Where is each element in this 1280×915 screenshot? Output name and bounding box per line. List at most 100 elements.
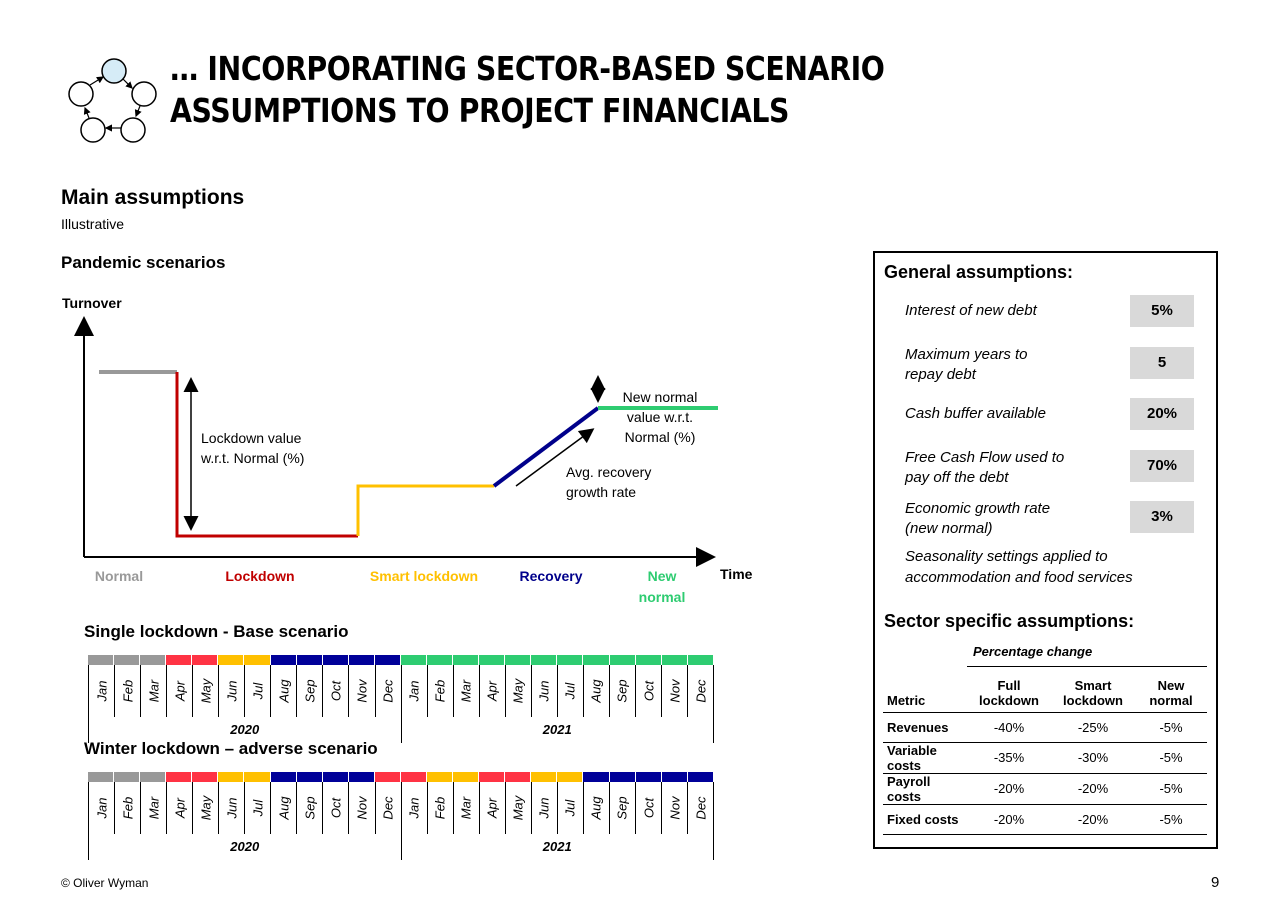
timeline-month-color — [244, 655, 270, 665]
month-label: Jan — [406, 680, 422, 702]
value-cell: -20% — [993, 811, 1025, 827]
timeline-year: 2021 — [402, 834, 714, 860]
timeline-month: May — [193, 665, 220, 717]
month-label: Apr — [172, 680, 188, 702]
timeline-month: Oct — [636, 665, 663, 717]
timeline-month-color — [348, 772, 374, 782]
timeline-month-color — [296, 772, 322, 782]
page-title: … INCORPORATING SECTOR-BASED SCENARIO AS… — [170, 49, 885, 130]
table-row: Fixed costs-20%-20%-5% — [883, 804, 1207, 834]
month-label: Jun — [536, 680, 552, 702]
timeline-month-color — [609, 772, 635, 782]
timeline-month-color — [687, 655, 713, 665]
month-label: Mar — [146, 796, 162, 820]
timeline-month: May — [506, 665, 532, 717]
month-label: Mar — [458, 796, 474, 820]
timeline-month-color — [635, 772, 661, 782]
timeline-month-color — [661, 655, 687, 665]
scenario-chart — [74, 316, 718, 567]
phase-recovery: Recovery — [519, 568, 583, 584]
month-label: Jun — [536, 797, 552, 819]
timeline-month: Jul — [558, 782, 584, 834]
timeline-month: Apr — [167, 665, 194, 717]
value-cell: -30% — [1077, 750, 1109, 765]
timeline-month-color — [531, 655, 557, 665]
assumption-label: Economic growth rate (new normal) — [905, 500, 1051, 537]
timeline-month-color — [583, 655, 609, 665]
timeline-month: Nov — [662, 782, 689, 834]
month-label: Feb — [120, 796, 136, 820]
timeline-month-color — [687, 772, 713, 782]
metric-cell: Variable costs — [887, 742, 937, 773]
general-assumptions-heading: General assumptions: — [884, 262, 1074, 282]
timeline-year: 2021 — [402, 717, 714, 743]
month-label: Apr — [484, 797, 500, 819]
value-cell: -25% — [1077, 719, 1109, 735]
timeline-month-color — [244, 772, 270, 782]
timeline-month-color — [609, 655, 635, 665]
timeline-month-color — [218, 655, 244, 665]
value-cell: -20% — [1077, 811, 1109, 827]
timeline-month-color — [505, 772, 531, 782]
timeline-month: Mar — [454, 782, 480, 834]
assumption-label: Free Cash Flow used to pay off the debt — [905, 449, 1065, 486]
timeline-month: Feb — [115, 782, 142, 834]
footer-copyright: © Oliver Wyman — [61, 876, 149, 890]
timeline-month: Apr — [480, 665, 506, 717]
recovery-segment — [492, 406, 600, 488]
timeline-month: Jan — [88, 782, 116, 834]
assumption-value: 5 — [1130, 347, 1194, 379]
timeline-month-color — [400, 655, 427, 665]
value-cell: -5% — [1159, 719, 1183, 735]
column-header: New normal — [1149, 677, 1193, 708]
timeline-month: Jun — [532, 782, 558, 834]
month-label: Sep — [614, 679, 630, 703]
month-label: May — [510, 678, 526, 704]
timeline-month: Sep — [297, 665, 324, 717]
month-label: Jun — [224, 680, 240, 702]
timeline-month: Aug — [584, 665, 610, 717]
timeline-month-color — [427, 655, 453, 665]
timeline-month: Nov — [349, 665, 376, 717]
timeline-month: Aug — [271, 782, 298, 834]
month-label: Jul — [250, 799, 266, 817]
timeline-year: 2020 — [88, 834, 402, 860]
timeline-month: Nov — [662, 665, 689, 717]
month-label: Jan — [94, 797, 110, 819]
month-label: May — [198, 795, 214, 821]
timeline-month: Jun — [219, 665, 246, 717]
timeline-title-base: Single lockdown - Base scenario — [84, 622, 349, 641]
timeline-month-color — [348, 655, 374, 665]
month-label: Oct — [328, 797, 344, 819]
month-label: Nov — [354, 796, 370, 820]
timeline-month-color — [635, 655, 661, 665]
phase-normal: Normal — [94, 568, 144, 584]
timeline-month: Dec — [376, 665, 402, 717]
month-label: May — [198, 678, 214, 704]
timeline-month: May — [193, 782, 220, 834]
section-heading: Pandemic scenarios — [61, 253, 226, 272]
timeline-month: Dec — [688, 665, 715, 717]
assumptions-panel: General assumptions: Interest of new deb… — [873, 251, 1218, 849]
month-label: Oct — [641, 680, 656, 702]
month-label: Jul — [562, 682, 578, 700]
timeline-month-color — [531, 772, 557, 782]
timeline-month: Jul — [558, 665, 584, 717]
timeline-month-color — [270, 772, 296, 782]
month-label: Jan — [94, 680, 110, 702]
lockdown-segment — [175, 372, 358, 538]
month-label: Jun — [224, 797, 240, 819]
phase-lockdown: Lockdown — [225, 568, 295, 584]
main-heading: Main assumptions — [61, 186, 245, 209]
month-label: Nov — [667, 796, 683, 820]
assumption-value: 70% — [1130, 450, 1194, 482]
timeline-month-color — [427, 772, 453, 782]
timeline-month-color — [218, 772, 244, 782]
timeline-month-color — [114, 772, 140, 782]
month-label: Mar — [146, 679, 162, 703]
recovery-annotation: Avg. recovery growth rate — [566, 464, 652, 500]
metric-cell: Payroll costs — [887, 773, 931, 804]
